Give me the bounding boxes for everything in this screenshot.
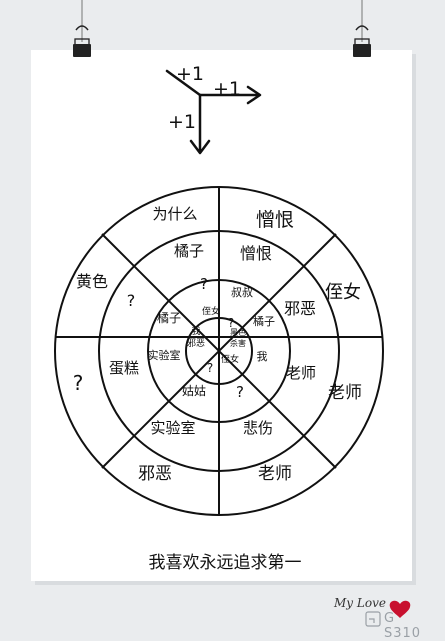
ring3-label-ne: 邪恶	[284, 299, 316, 318]
arrow-label-top: +1	[176, 63, 204, 85]
inner-label-ne: ?	[228, 316, 234, 330]
wheel-divider-diagonal-b	[101, 233, 337, 469]
outer-label-n: 为什么	[152, 205, 197, 223]
poster-caption: 我喜欢永远追求第一	[149, 553, 302, 573]
ring3-label-se: 悲伤	[243, 419, 273, 437]
inner-label-e-top: 黑色	[230, 327, 246, 337]
outer-label-e: 侄女	[325, 282, 361, 303]
ring3-label-s: 实验室	[150, 419, 195, 437]
inner-label-n: 侄女	[202, 305, 220, 317]
binder-clip-right-icon	[353, 25, 371, 57]
ring2-label-ne: 叔叔	[231, 285, 253, 299]
watermark-logo-icon	[365, 611, 381, 627]
arrows-diagram	[165, 69, 262, 155]
heart-icon	[389, 600, 411, 618]
ring3-label-n: 憎恨	[240, 244, 272, 263]
ring3-label-w: ?	[127, 291, 136, 310]
inner-label-sw: 邪恶	[187, 338, 205, 349]
ring2-label-s: ?	[236, 383, 244, 401]
ring3-label-nw: 橘子	[174, 242, 204, 260]
binder-clip-left-icon	[73, 25, 91, 57]
ring3-label-e: 老师	[286, 364, 316, 382]
arrow-down-icon	[189, 93, 211, 155]
inner-label-e-bottom: 杀害	[230, 338, 246, 348]
ring2-label-sw: 姑姑	[182, 384, 206, 398]
ring2-label-e: 橘子	[253, 315, 275, 328]
outer-label-w: ?	[73, 371, 84, 395]
watermark-text: G S310	[366, 610, 436, 641]
arrow-right-icon	[198, 85, 262, 105]
ring2-label-nw: 橘子	[157, 310, 181, 325]
outer-label-nw: 黄色	[76, 272, 108, 291]
arrow-label-left: +1	[168, 111, 196, 133]
outer-label-se: 老师	[328, 383, 362, 403]
outer-label-ne: 憎恨	[256, 209, 294, 231]
inner-label-w: 我	[191, 326, 200, 337]
ring2-label-se: 我	[257, 350, 268, 363]
poster-sheet	[31, 50, 412, 581]
watermark-label: G S310	[384, 611, 422, 641]
outer-label-sw: 邪恶	[138, 464, 172, 484]
inner-label-center: ?	[207, 361, 213, 375]
signature-text: My Love	[334, 596, 386, 610]
ring2-label-w: 实验室	[148, 348, 181, 362]
arrow-diagonal-line	[165, 69, 202, 97]
ring2-label-n: ?	[200, 275, 208, 293]
ring3-label-sw: 蛋糕	[109, 359, 139, 377]
word-wheel	[54, 186, 384, 516]
arrow-label-right: +1	[213, 78, 241, 100]
inner-label-s: 侄女	[221, 353, 239, 365]
outer-label-s: 老师	[258, 464, 292, 484]
